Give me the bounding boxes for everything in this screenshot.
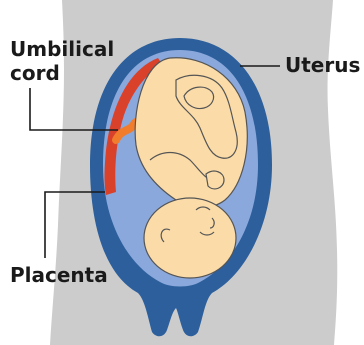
placenta-label: Placenta [10,263,108,287]
uterus-label: Uterus [285,53,360,77]
baby-hand [206,171,224,189]
umbilical-cord-label-line1: Umbilical [10,37,114,61]
umbilical-cord-label-line2: cord [10,61,60,85]
baby-head [144,198,236,278]
